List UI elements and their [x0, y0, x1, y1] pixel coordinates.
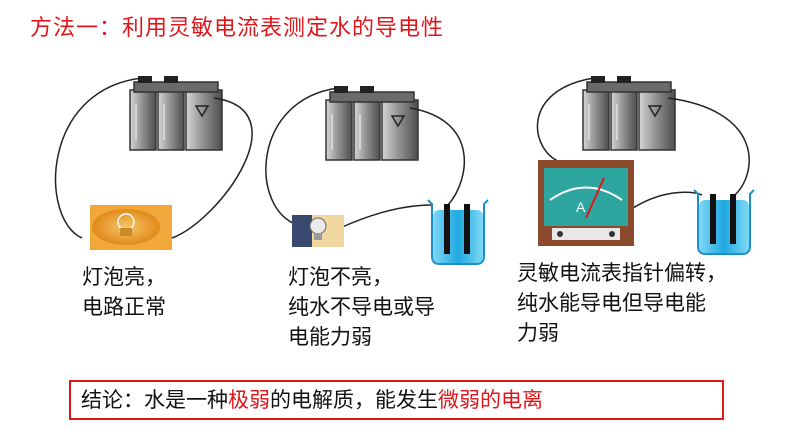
galvanometer-icon — [538, 160, 634, 246]
lit-bulb-icon — [90, 205, 172, 250]
wire-3c — [629, 191, 703, 211]
wire-2c — [339, 204, 433, 229]
meter-label: A — [576, 199, 586, 215]
wire-1a — [54, 77, 143, 239]
beaker-3 — [693, 189, 755, 255]
wire-3b — [667, 97, 750, 196]
conclusion-box: 结论：水是一种极弱的电解质，能发生微弱的电离 — [69, 380, 724, 420]
battery-1 — [129, 75, 223, 151]
wire-2a — [265, 87, 339, 226]
wire-2b — [409, 107, 465, 206]
wire-1b — [171, 97, 253, 239]
caption-2: 灯泡不亮， 纯水不导电或导 电能力弱 — [288, 265, 435, 349]
unlit-bulb-icon — [292, 215, 344, 247]
battery-3 — [582, 75, 676, 151]
slide-title: 方法一：利用灵敏电流表测定水的导电性 — [30, 16, 445, 41]
wire-3a — [536, 77, 595, 163]
caption-3: 灵敏电流表指针偏转， 纯水能导电但导电能 力弱 — [517, 261, 727, 345]
beaker-2 — [427, 199, 489, 265]
caption-1: 灯泡亮， 电路正常 — [82, 265, 166, 319]
battery-2 — [325, 85, 419, 161]
